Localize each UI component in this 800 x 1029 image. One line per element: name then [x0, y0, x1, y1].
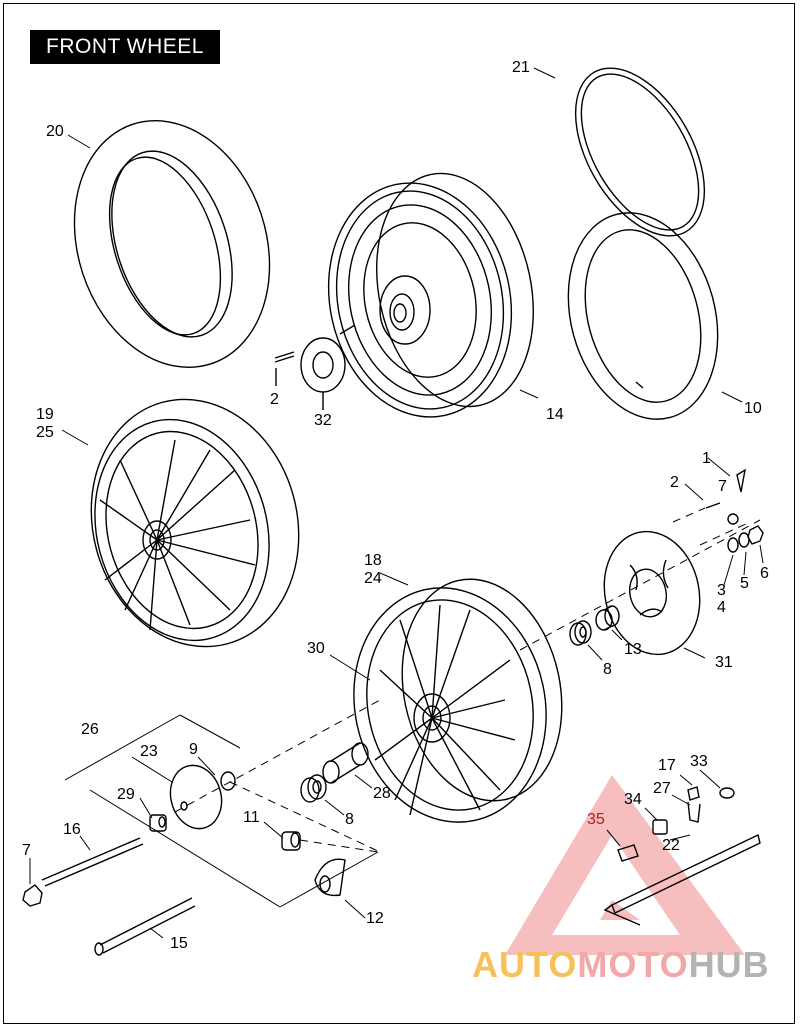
callout-6: 6 — [760, 565, 769, 582]
callout-32: 32 — [314, 412, 332, 429]
callout-29: 29 — [117, 786, 135, 803]
callout-8-right: 8 — [603, 661, 612, 678]
diagram-border — [3, 3, 795, 1024]
callout-3: 3 — [717, 582, 726, 599]
callout-23: 23 — [140, 743, 158, 760]
callout-24: 24 — [364, 570, 382, 587]
adapter-plate-32 — [300, 337, 346, 410]
callout-30: 30 — [307, 640, 325, 657]
callout-5: 5 — [740, 575, 749, 592]
callout-8-left: 8 — [345, 811, 354, 828]
callout-4: 4 — [717, 599, 726, 616]
callout-10: 10 — [744, 400, 762, 417]
callout-15: 15 — [170, 935, 188, 952]
callout-33: 33 — [690, 753, 708, 770]
watermark-part-moto: MOTO — [577, 944, 689, 985]
callout-19: 19 — [36, 406, 54, 423]
brake-rotor-31 — [603, 530, 701, 656]
watermark-triangle — [505, 775, 745, 955]
callout-25: 25 — [36, 424, 54, 441]
spoke-wheel-19-25 — [90, 398, 300, 648]
valve-parts — [603, 786, 761, 926]
leader-lines — [29, 67, 764, 939]
callout-21: 21 — [512, 59, 530, 76]
bearing-8-left — [300, 774, 327, 803]
watermark-part-hub: HUB — [688, 944, 770, 985]
retaining-ring-9 — [220, 771, 236, 791]
axle-15 — [94, 897, 196, 956]
tube-10 — [567, 212, 719, 420]
rim-strip-21 — [574, 67, 706, 237]
callout-20: 20 — [46, 123, 64, 140]
callout-16: 16 — [63, 821, 81, 838]
callout-13: 13 — [624, 641, 642, 658]
centerlines — [174, 507, 761, 853]
sleeve-28 — [322, 742, 369, 784]
callout-18: 18 — [364, 552, 382, 569]
assembly-bracket-26 — [64, 714, 379, 908]
callout-11: 11 — [243, 809, 260, 826]
callout-2-right: 2 — [670, 474, 679, 491]
callout-12: 12 — [366, 910, 384, 927]
diagram-title: FRONT WHEEL — [30, 30, 220, 64]
spacer-13 — [595, 605, 620, 631]
spacer-11 — [281, 831, 301, 851]
spacer-29 — [149, 814, 167, 832]
callout-35: 35 — [587, 811, 605, 828]
cast-wheel-14 — [327, 172, 534, 418]
hardware-right — [705, 468, 764, 553]
axle-16 — [22, 837, 144, 907]
callout-27: 27 — [653, 780, 671, 797]
callout-34: 34 — [624, 791, 642, 808]
screw-2-top — [274, 351, 295, 386]
bearing-8-right — [569, 620, 592, 646]
dust-cover-23 — [169, 764, 223, 830]
callout-2-top: 2 — [270, 391, 279, 408]
watermark-text: AUTOMOTOHUB — [472, 940, 770, 990]
spacer-12 — [314, 858, 346, 897]
callout-26: 26 — [81, 721, 99, 738]
spoke-wheel-18-24 — [353, 578, 563, 823]
callout-7-left: 7 — [22, 842, 31, 859]
watermark-part-auto: AUTO — [472, 944, 578, 985]
callout-7-right: 7 — [718, 478, 727, 495]
tire-20 — [73, 119, 271, 369]
callout-28: 28 — [373, 785, 391, 802]
callout-22: 22 — [662, 837, 680, 854]
callout-17: 17 — [658, 757, 676, 774]
callout-9: 9 — [189, 741, 198, 758]
callout-31: 31 — [715, 654, 733, 671]
callout-14: 14 — [546, 406, 564, 423]
callout-1: 1 — [702, 450, 711, 467]
